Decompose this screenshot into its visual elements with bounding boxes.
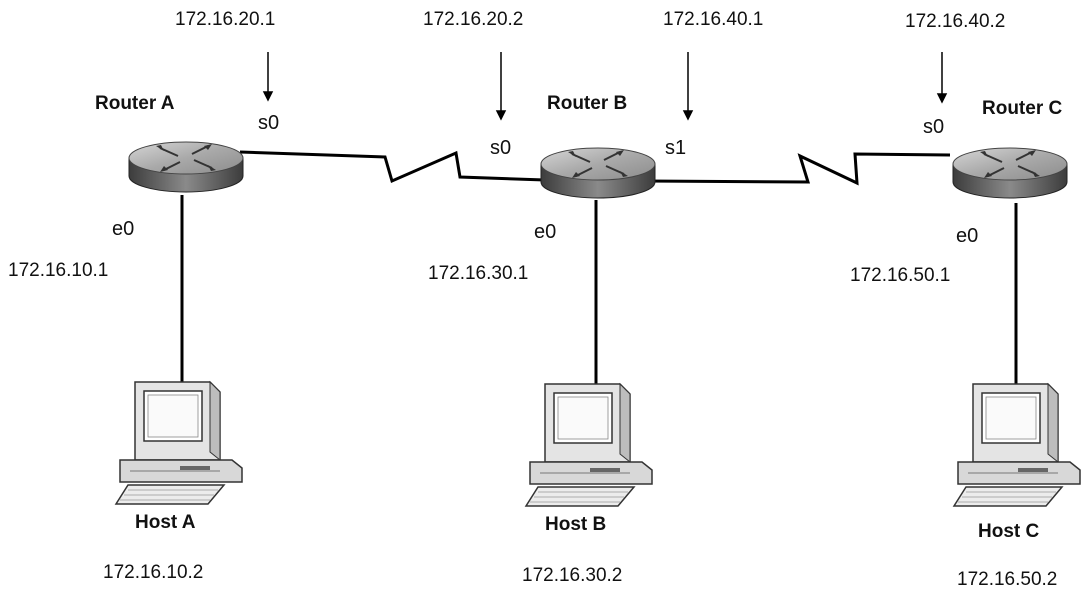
desktop-computer-icon: [953, 383, 1081, 507]
router-c-e0-label: e0: [956, 225, 979, 247]
router-b-s0-ip: 172.16.20.2: [423, 9, 524, 30]
router-c-name: Router C: [982, 98, 1063, 119]
router-a-s0-ip: 172.16.20.1: [175, 9, 276, 30]
router-a-name: Router A: [95, 93, 175, 114]
serial-link-a-b: [239, 150, 546, 184]
desktop-computer-icon: [115, 381, 243, 505]
host-c-ip: 172.16.50.2: [957, 569, 1058, 590]
router-b-name: Router B: [547, 93, 628, 114]
router-icon: [540, 147, 656, 199]
host-b-ip: 172.16.30.2: [522, 565, 623, 586]
arrow-down-icon: [682, 52, 694, 121]
serial-link-b-c: [644, 152, 951, 186]
router-c-s0-label: s0: [923, 116, 945, 138]
router-a-s0-label: s0: [258, 112, 280, 134]
host-c-name: Host C: [978, 521, 1040, 542]
arrow-down-icon: [262, 52, 274, 102]
router-b-s0-label: s0: [490, 137, 512, 159]
arrow-down-icon: [495, 52, 507, 121]
arrow-down-icon: [936, 52, 948, 104]
host-b-name: Host B: [545, 514, 607, 535]
router-b-e0-label: e0: [534, 221, 557, 243]
router-b-s1-label: s1: [665, 137, 687, 159]
router-a-e0-label: e0: [112, 218, 135, 240]
router-icon: [952, 147, 1068, 199]
host-a-ip: 172.16.10.2: [103, 562, 204, 583]
router-a-e0-ip: 172.16.10.1: [8, 260, 109, 281]
router-b-s1-ip: 172.16.40.1: [663, 9, 764, 30]
router-icon: [128, 141, 244, 193]
router-c-e0-ip: 172.16.50.1: [850, 265, 951, 286]
host-a-name: Host A: [135, 512, 196, 533]
router-c-s0-ip: 172.16.40.2: [905, 11, 1006, 32]
desktop-computer-icon: [525, 383, 653, 507]
router-b-e0-ip: 172.16.30.1: [428, 263, 529, 284]
